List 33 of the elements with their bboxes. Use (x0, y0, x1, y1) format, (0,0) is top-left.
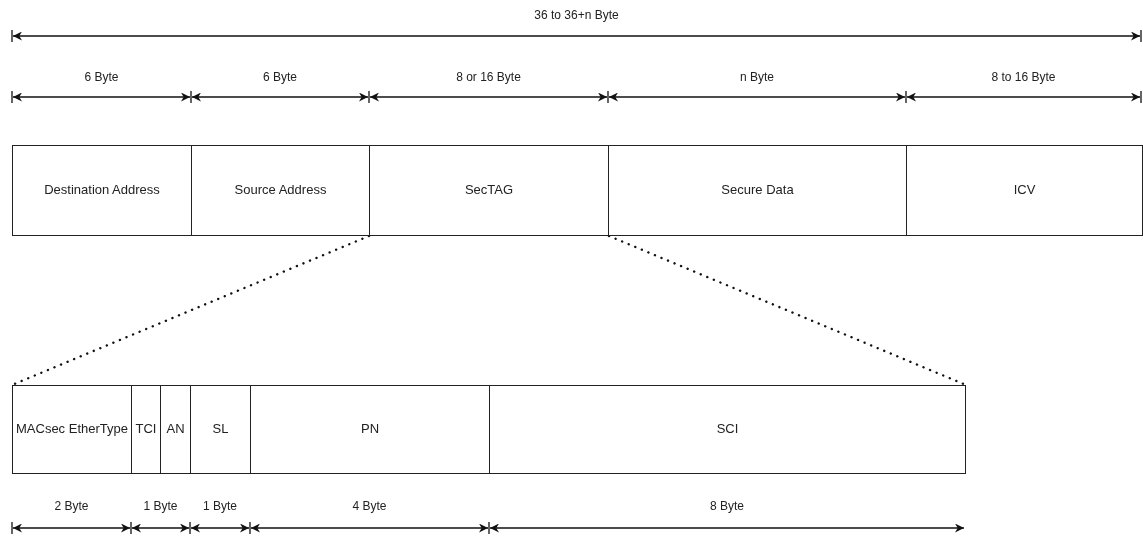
dimension-label: 1 Byte (203, 499, 237, 513)
field-name: AN (166, 421, 185, 438)
field-box (190, 385, 251, 474)
field-name: ICV (1013, 182, 1036, 199)
field-box (160, 385, 191, 474)
field-name: SL (212, 421, 229, 438)
dimension-label: 36 to 36+n Byte (534, 8, 619, 22)
field-name: SecTAG (464, 182, 514, 199)
dimension-label: 8 Byte (710, 499, 744, 513)
field-name: Destination Address (44, 182, 160, 199)
field-box (369, 145, 609, 236)
field-box (608, 145, 907, 236)
dimension-label: n Byte (740, 70, 774, 84)
field-name: Source Address (234, 182, 327, 199)
dimension-label: 6 Byte (84, 70, 119, 84)
field-box (12, 385, 132, 474)
dimension-label: 4 Byte (352, 499, 387, 513)
dimension-label: 8 or 16 Byte (456, 70, 521, 84)
dimension-label: 1 Byte (143, 499, 178, 513)
dimension-label: 2 Byte (54, 499, 89, 513)
field-name: PN (360, 421, 380, 438)
field-box (906, 145, 1143, 236)
field-name: MACsec EtherType (16, 421, 128, 438)
field-box (12, 145, 192, 236)
dimension-label: 8 to 16 Byte (991, 70, 1056, 84)
field-box (250, 385, 490, 474)
field-box (191, 145, 370, 236)
field-box (489, 385, 966, 474)
field-box (131, 385, 161, 474)
dimension-label: 6 Byte (263, 70, 297, 84)
field-name: SCI (716, 421, 739, 438)
field-name: TCI (135, 421, 157, 438)
field-name: Secure Data (721, 182, 794, 199)
